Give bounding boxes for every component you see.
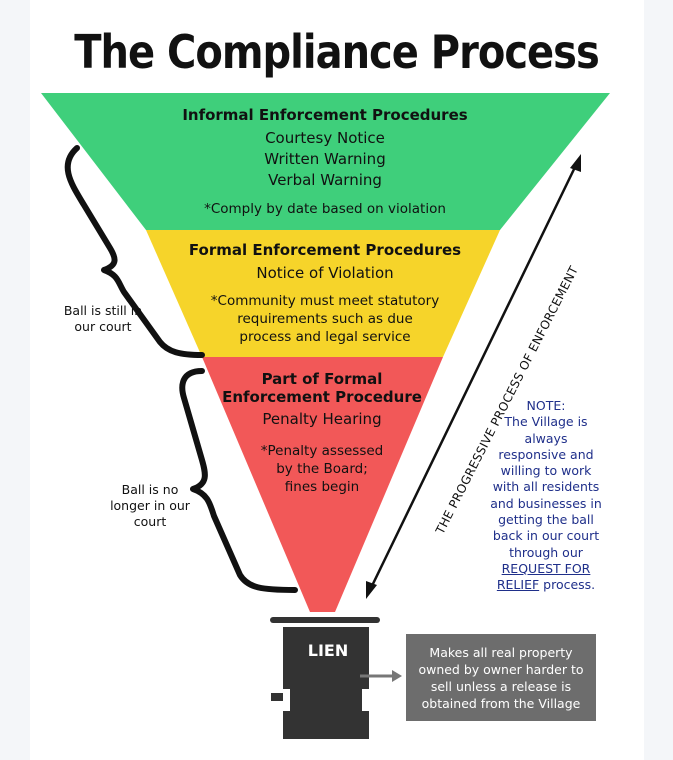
note-line: responsive and [498, 446, 594, 462]
green-item: Verbal Warning [268, 171, 382, 189]
arrow-head-bottom [366, 581, 377, 599]
yellow-note: *Community must meet statutory requireme… [160, 292, 490, 346]
lower-bracket-label: Ball is no longer in our court [95, 482, 205, 530]
funnel-yellow-section [146, 230, 500, 357]
lower-bracket [179, 368, 298, 593]
green-item: Courtesy Notice [265, 129, 385, 147]
yellow-note-line: requirements such as due [237, 311, 413, 327]
page-title: The Compliance Process [74, 26, 600, 80]
note-line: always [524, 430, 568, 446]
red-item: Penalty Hearing [262, 410, 382, 428]
red-header-line: Part of Formal [261, 370, 383, 388]
yellow-item: Notice of Violation [256, 264, 394, 282]
note-line: The Village is [504, 414, 588, 430]
yellow-note-line: *Community must meet statutory [210, 293, 440, 309]
red-note: *Penalty assessed by the Board; fines be… [232, 442, 412, 496]
upper-bracket-label-line: Ball is still in [63, 303, 143, 318]
lower-bracket-label-line: Ball is no [121, 482, 179, 497]
note-line: with all residents [492, 479, 600, 495]
lien-neck [290, 689, 362, 711]
red-note-line: *Penalty assessed [260, 443, 384, 459]
lower-bracket-label-line: court [133, 514, 167, 529]
green-header: Informal Enforcement Procedures [182, 106, 468, 124]
note-line: willing to work [500, 463, 592, 479]
red-note-line: fines begin [284, 479, 360, 495]
note-process-text: process. [539, 577, 596, 593]
green-note: *Comply by date based on violation [204, 201, 446, 217]
lien-base [283, 711, 369, 739]
note-line: NOTE: [526, 398, 566, 413]
upper-bracket-label-line: our court [74, 319, 132, 334]
arrow-head-top [570, 154, 581, 172]
funnel-green-section [41, 93, 610, 230]
relief-link[interactable]: RELIEF [496, 577, 540, 593]
note-line: getting the ball [498, 512, 594, 528]
yellow-note-line: process and legal service [239, 329, 411, 345]
note-line: through our [509, 544, 583, 560]
upper-bracket-label: Ball is still in our court [48, 303, 158, 335]
village-note: NOTE: The Village is always responsive a… [482, 398, 610, 594]
green-items: Courtesy Notice Written Warning Verbal W… [150, 128, 500, 191]
lien-side-tab [271, 693, 283, 701]
lien-arrow-head [392, 670, 402, 682]
lien-body [283, 627, 369, 689]
lien-description: Makes all real property owned by owner h… [418, 644, 584, 711]
note-line: and businesses in [490, 495, 602, 511]
lien-description-box: Makes all real property owned by owner h… [406, 634, 596, 721]
funnel-red-section [202, 357, 443, 612]
request-for-relief-link[interactable]: REQUEST FOR [501, 560, 591, 576]
upper-bracket [64, 145, 205, 358]
yellow-header: Formal Enforcement Procedures [188, 241, 462, 259]
lien-cap [270, 617, 380, 623]
green-item: Written Warning [264, 150, 386, 168]
progress-arrow [368, 162, 579, 591]
lien-label: LIEN [307, 641, 349, 660]
lower-bracket-label-line: longer in our [110, 498, 190, 513]
red-header: Part of Formal Enforcement Procedure [212, 370, 432, 406]
note-line: back in our court [492, 528, 600, 544]
red-header-line: Enforcement Procedure [222, 388, 422, 406]
red-note-line: by the Board; [276, 461, 368, 477]
